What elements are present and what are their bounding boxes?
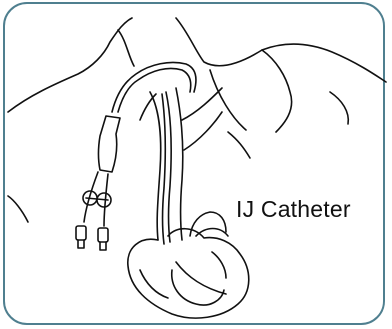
- catheter-in-vein: [166, 92, 171, 242]
- lower-chest-left: [8, 196, 28, 222]
- heart-outline: [128, 229, 249, 318]
- vessel-branch: [182, 88, 222, 120]
- luer-lock-left: [76, 226, 86, 240]
- chest-contour: [262, 50, 292, 132]
- heart-ventricle: [172, 270, 224, 305]
- jugular-vein-right-wall: [176, 88, 183, 240]
- rib-line-2: [228, 132, 250, 158]
- luer-cap-left: [78, 240, 84, 248]
- shoulder-right: [176, 18, 386, 82]
- luer-lock-right: [98, 228, 108, 242]
- extension-line-left: [84, 172, 98, 222]
- aorta-arch: [190, 212, 226, 236]
- heart-vessel-detail: [212, 252, 226, 278]
- catheter-in-vein-2: [162, 94, 165, 244]
- jugular-vein-left-wall: [150, 92, 161, 240]
- heart-septum: [176, 262, 226, 294]
- torso-outline: [8, 18, 132, 112]
- neck-line-left: [118, 30, 134, 66]
- vessel-branch-2: [184, 112, 222, 150]
- chest-contour-2: [330, 92, 348, 124]
- luer-cap-right: [100, 242, 106, 250]
- catheter-hub: [99, 116, 121, 172]
- ij-catheter-label: IJ Catheter: [236, 196, 351, 223]
- heart-detail-line: [140, 270, 168, 298]
